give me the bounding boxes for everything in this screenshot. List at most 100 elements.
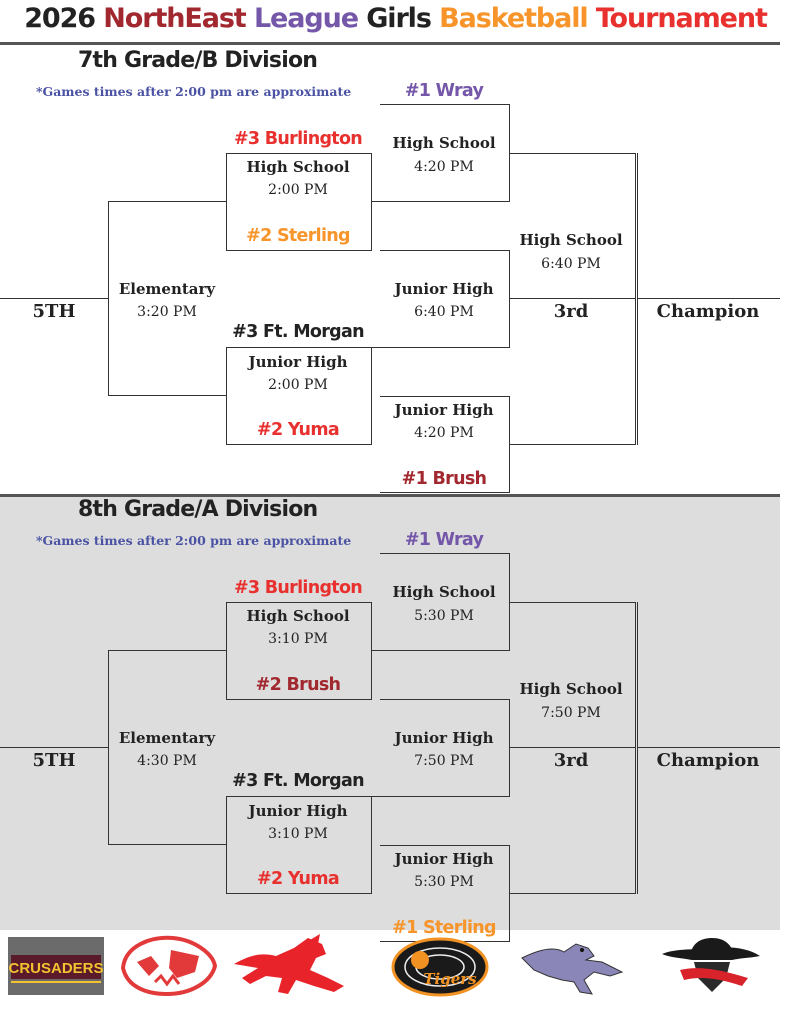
- bracket-line: [380, 104, 510, 105]
- fifth-place-label: 5TH: [32, 301, 76, 322]
- game-qf-bot-time: 2:00 PM: [268, 377, 328, 393]
- game-qf-top-venue: High School: [246, 158, 350, 176]
- game-final-venue: High School: [519, 680, 623, 698]
- game-third-time: 6:40 PM: [414, 304, 474, 320]
- bracket-line: [372, 201, 510, 202]
- team-seed1-bot: #1 Sterling: [392, 918, 496, 938]
- bracket-line: [226, 250, 372, 251]
- bracket-line: [510, 893, 636, 894]
- game-qf-bot-venue: Junior High: [248, 802, 348, 820]
- bracket-line: [509, 250, 510, 348]
- svg-text:Tigers: Tigers: [423, 970, 477, 988]
- bracket-line: [372, 650, 510, 651]
- division-title: 7th Grade/B Division: [78, 48, 318, 73]
- game-final-time: 7:50 PM: [541, 705, 601, 721]
- bracket-line: [372, 347, 510, 348]
- game-sf-bot-venue: Junior High: [394, 401, 494, 419]
- title-year: 2026: [24, 3, 96, 34]
- team-seed2-top: #2 Brush: [255, 675, 341, 695]
- bracket-line: [108, 650, 226, 651]
- game-cons-venue: Elementary: [118, 729, 216, 747]
- game-sf-top-venue: High School: [392, 583, 496, 601]
- crusaders-logo: CRUSADERS: [8, 937, 104, 995]
- game-sf-bot-venue: Junior High: [394, 850, 494, 868]
- fifth-place-label: 5TH: [32, 750, 76, 771]
- game-qf-top-time: 2:00 PM: [268, 182, 328, 198]
- logo-strip: CRUSADERS Tigers: [0, 930, 791, 1024]
- bracket-line: [371, 796, 372, 893]
- bracket-line: [226, 347, 227, 444]
- team-seed1-top: #1 Wray: [404, 81, 484, 101]
- bracket-line: [226, 347, 372, 348]
- bracket-line: [226, 602, 227, 700]
- bracket-line: [510, 298, 635, 299]
- bracket-line: [226, 153, 227, 251]
- bracket-line: [226, 699, 372, 700]
- team-seed3-bot: #3 Ft. Morgan: [232, 322, 364, 342]
- top-divider: [0, 42, 780, 45]
- bracket-line: [108, 650, 109, 845]
- game-sf-top-time: 5:30 PM: [414, 608, 474, 624]
- game-cons-time: 4:30 PM: [137, 753, 197, 769]
- champion-label: Champion: [656, 301, 760, 322]
- bracket-line: [380, 396, 510, 397]
- bracket-line: [371, 602, 372, 700]
- eagle-logo: [521, 943, 624, 995]
- bracket-line: [380, 699, 510, 700]
- bracket-line: [0, 747, 108, 748]
- title-northeast: NorthEast: [103, 3, 246, 34]
- title-basketball: Basketball: [439, 3, 588, 34]
- mustang-logo: [234, 934, 344, 994]
- middle-divider: [0, 494, 780, 497]
- bracket-line: [638, 747, 780, 748]
- bracket-line: [371, 153, 372, 251]
- bracket-line: [510, 153, 636, 154]
- bracket-line: [510, 602, 636, 603]
- bracket-line: [226, 893, 372, 894]
- game-qf-top-venue: High School: [246, 607, 350, 625]
- title-league: League: [253, 3, 359, 34]
- third-place-label: 3rd: [553, 301, 589, 322]
- bracket-line: [637, 153, 638, 445]
- game-third-time: 7:50 PM: [414, 753, 474, 769]
- team-seed2-top: #2 Sterling: [246, 226, 350, 246]
- bracket-line: [226, 153, 372, 154]
- game-sf-bot-time: 4:20 PM: [414, 425, 474, 441]
- game-final-time: 6:40 PM: [541, 256, 601, 272]
- division-title: 8th Grade/A Division: [78, 497, 318, 522]
- game-final-venue: High School: [519, 231, 623, 249]
- approximate-times-note: *Games times after 2:00 pm are approxima…: [36, 84, 352, 99]
- bracket-line: [637, 602, 638, 894]
- bracket-line: [635, 602, 636, 894]
- bracket-line: [226, 796, 372, 797]
- bracket-line: [638, 298, 780, 299]
- team-seed3-top: #3 Burlington: [233, 129, 363, 149]
- bracket-line: [509, 845, 510, 942]
- cowboy-logo: [662, 938, 760, 992]
- team-seed2-bot: #2 Yuma: [257, 420, 340, 440]
- bracket-line: [108, 201, 109, 396]
- bracket-line: [226, 444, 372, 445]
- tiger-logo: Tigers: [391, 937, 489, 997]
- bracket-line: [108, 844, 226, 845]
- champion-label: Champion: [656, 750, 760, 771]
- bracket-line: [509, 553, 510, 651]
- title-girls: Girls: [366, 3, 432, 34]
- team-seed1-bot: #1 Brush: [401, 469, 487, 489]
- game-cons-venue: Elementary: [118, 280, 216, 298]
- team-seed2-bot: #2 Yuma: [257, 869, 340, 889]
- page-title: 2026 NorthEast League Girls Basketball T…: [0, 0, 791, 40]
- bracket-line: [372, 796, 510, 797]
- third-place-label: 3rd: [553, 750, 589, 771]
- game-sf-top-time: 4:20 PM: [414, 159, 474, 175]
- bracket-line: [380, 250, 510, 251]
- bobcat-logo: [120, 935, 218, 997]
- bracket-line: [0, 298, 108, 299]
- approximate-times-note: *Games times after 2:00 pm are approxima…: [36, 533, 352, 548]
- bracket-line: [509, 104, 510, 202]
- game-cons-time: 3:20 PM: [137, 304, 197, 320]
- bracket-line: [509, 396, 510, 493]
- bracket-line: [226, 796, 227, 893]
- bracket-line: [635, 153, 636, 445]
- bracket-line: [108, 201, 226, 202]
